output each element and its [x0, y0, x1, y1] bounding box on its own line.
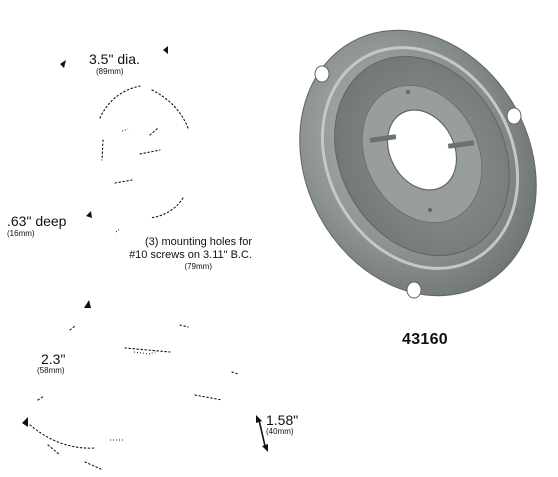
top-view-outline [114, 179, 133, 184]
top-view-outline [151, 89, 189, 129]
mounting-holes-line1: (3) mounting holes for [145, 236, 252, 248]
top-view-inner [139, 149, 161, 155]
depth-metric: (16mm) [7, 229, 35, 238]
side-view-inner [194, 394, 223, 401]
depth-dimension: .63" deep (16mm) [7, 214, 66, 238]
dimension-arrowhead [163, 46, 168, 54]
side-view-inner [179, 324, 189, 328]
side-view-inner [124, 347, 171, 353]
diameter-dimension: 3.5" dia. (89mm) [89, 52, 140, 76]
top-view-outline [99, 85, 141, 119]
mounting-holes-line2: #10 screws on 3.11" B.C. [129, 249, 252, 261]
diameter-metric: (89mm) [96, 67, 124, 76]
boss [406, 90, 410, 94]
top-view-inner [149, 127, 159, 136]
product-photo [299, 29, 537, 299]
diameter-value: 3.5" dia. [89, 51, 140, 67]
inner-diameter-metric: (58mm) [37, 366, 65, 375]
inner-diameter-dimension: 2.3" (58mm) [37, 351, 66, 375]
dimension-arrowhead [22, 417, 28, 427]
height-metric: (40mm) [266, 427, 294, 436]
mounting-holes-metric: (79mm) [184, 262, 212, 271]
slot-right [447, 140, 475, 149]
side-view-outline [84, 461, 104, 471]
dimension-arrowhead [60, 60, 66, 68]
height-dimension-arrow [256, 415, 268, 452]
dimension-arrowhead [84, 300, 91, 308]
side-view-outline [29, 424, 96, 449]
height-value: 1.58" [266, 412, 299, 428]
height-dimension: 1.58" (40mm) [266, 413, 298, 436]
dimension-arrowhead [86, 211, 92, 218]
top-view-outline [101, 139, 104, 161]
top-view-outline [149, 197, 184, 219]
mounting-holes-note: (3) mounting holes for #10 screws on 3.1… [86, 236, 252, 271]
slot-left [369, 134, 397, 143]
side-view-outline [47, 444, 61, 456]
side-view-outline [69, 325, 76, 331]
technical-line-drawing [22, 46, 268, 471]
flange-lip [320, 46, 520, 270]
side-view-outline [37, 395, 45, 401]
center-hole [386, 109, 458, 191]
side-view-inner [231, 371, 239, 375]
mounting-hole-1 [314, 65, 330, 83]
mounting-hole-3 [406, 281, 422, 299]
inner-diameter-value: 2.3" [41, 351, 66, 367]
boss [428, 208, 432, 212]
part-number: 43160 [402, 331, 448, 348]
depth-value: .63" deep [7, 213, 67, 229]
mounting-hole-2 [506, 107, 522, 125]
